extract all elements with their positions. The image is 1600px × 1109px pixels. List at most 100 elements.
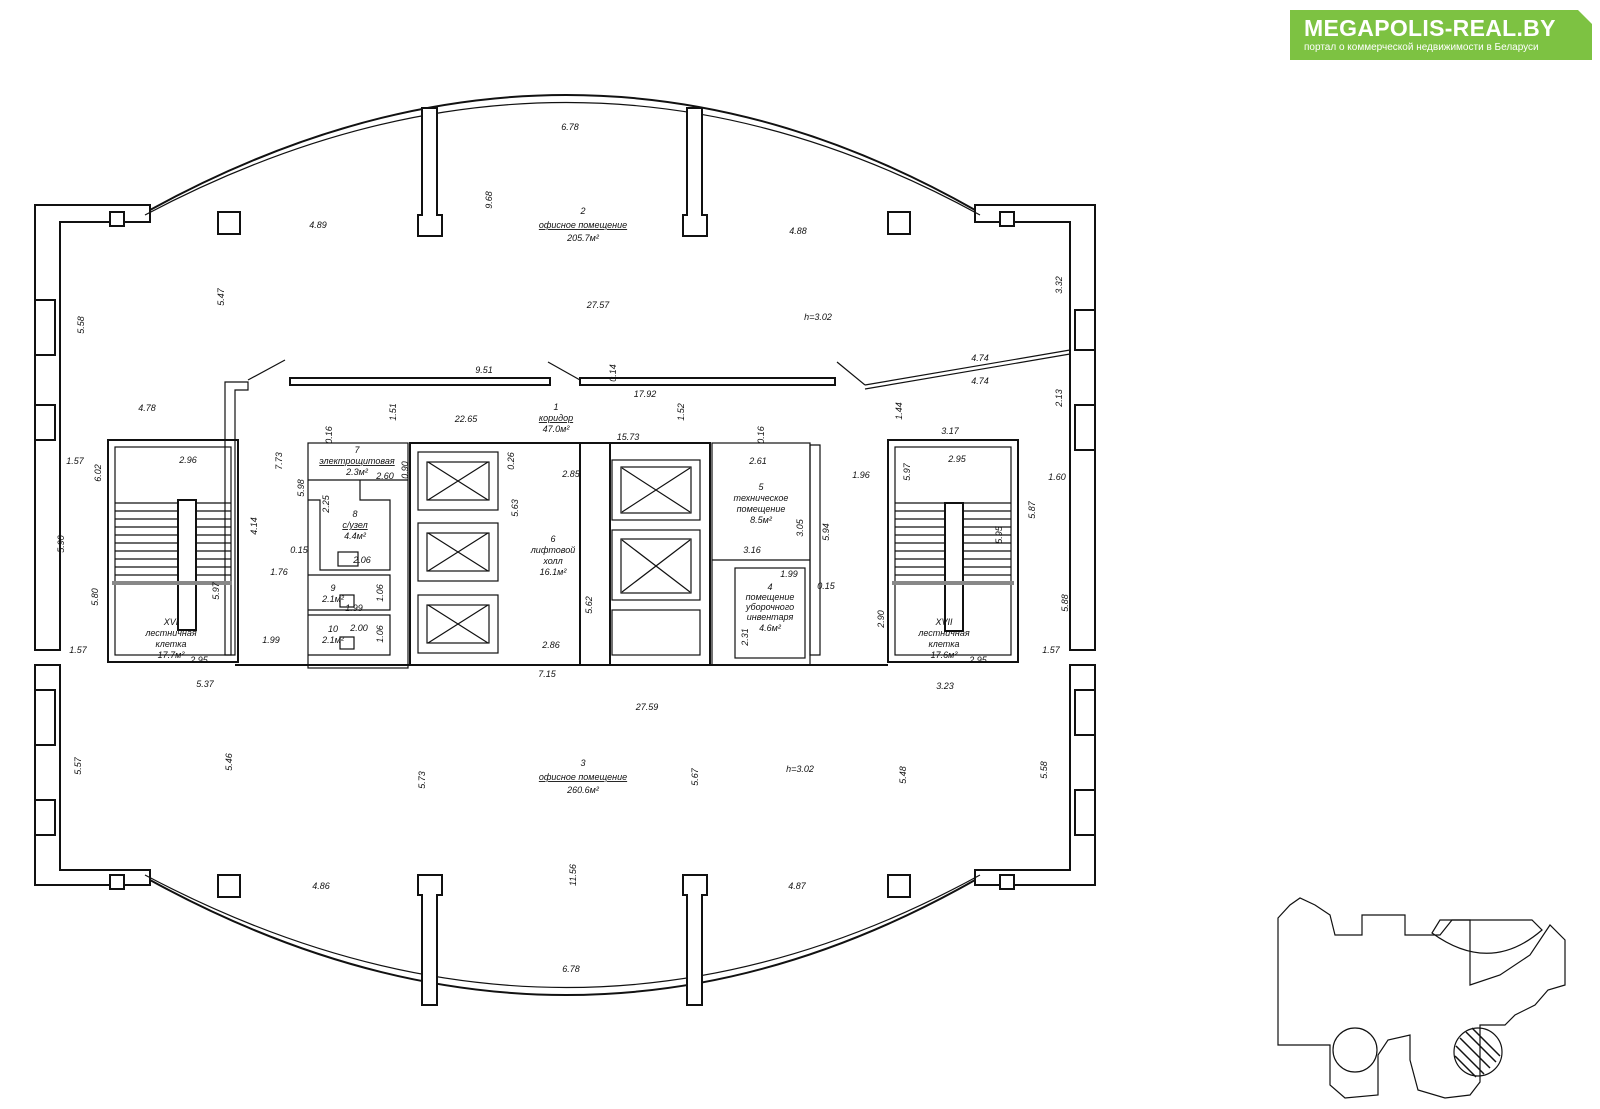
dim: 9.51 — [475, 365, 493, 375]
dim: 6.78 — [562, 964, 580, 974]
room-8-number: 8 — [352, 509, 357, 519]
dim: 5.97 — [902, 462, 912, 481]
dim: 7.73 — [274, 452, 284, 470]
stair-xvi-number: XVI — [163, 617, 179, 627]
dim: 1.57 — [69, 645, 88, 655]
dim: 5.94 — [821, 523, 831, 541]
dim: 4.78 — [138, 403, 156, 413]
stair-xvi-area: 17.7м² — [158, 650, 186, 660]
room-7-name: электрощитовая — [319, 456, 395, 466]
dim: 3.16 — [743, 545, 761, 555]
room-4-number: 4 — [767, 582, 772, 592]
dim: 0.15 — [290, 545, 309, 555]
dim: 1.06 — [375, 625, 385, 643]
dim: 17.92 — [634, 389, 657, 399]
dim: 5.62 — [584, 596, 594, 614]
dim: 1.52 — [676, 403, 686, 421]
dim: 4.74 — [971, 353, 989, 363]
room-4-name-1: помещение — [746, 592, 795, 602]
brand-logo[interactable]: MEGAPOLIS-REAL.BY портал о коммерческой … — [1290, 10, 1592, 60]
dim: 0.26 — [506, 452, 516, 470]
room-6-name-1: лифтовой — [530, 545, 576, 555]
dim: 2.86 — [541, 640, 560, 650]
brand-name: MEGAPOLIS-REAL.BY — [1304, 15, 1556, 41]
dim: 5.37 — [196, 679, 215, 689]
room-3-name: офисное помещение — [539, 772, 627, 782]
room-9-number: 9 — [330, 583, 335, 593]
dim: 4.88 — [789, 226, 807, 236]
dim: 2.61 — [748, 456, 767, 466]
dim: 6.78 — [561, 122, 579, 132]
room-6-name-2: холл — [542, 556, 562, 566]
dimension-labels: 6.78 9.68 4.89 4.88 27.57 5.47 5.58 3.32… — [56, 122, 1070, 974]
dim: 5.67 — [690, 767, 700, 786]
dim: 5.58 — [1039, 761, 1049, 779]
room-1-name: коридор — [539, 413, 573, 423]
dim: 2.13 — [1054, 389, 1064, 408]
dim: 11.56 — [568, 864, 578, 886]
dim: 0.14 — [608, 364, 618, 382]
room-10-area: 2.1м² — [321, 635, 345, 645]
stair-xvi-name-2: клетка — [156, 639, 187, 649]
dim: 2.95 — [968, 655, 988, 665]
dim: 6.02 — [93, 464, 103, 482]
dim: 5.87 — [1027, 500, 1037, 519]
room-1-area: 47.0м² — [543, 424, 571, 434]
dim: 15.73 — [617, 432, 640, 442]
dim: 3.32 — [1054, 276, 1064, 294]
dim: 4.89 — [309, 220, 327, 230]
columns — [109, 107, 1015, 1006]
room-2-name: офисное помещение — [539, 220, 627, 230]
dim: 2.25 — [321, 494, 331, 514]
room-7-area: 2.3м² — [345, 467, 369, 477]
room-3-number: 3 — [580, 758, 585, 768]
brand-tagline: портал о коммерческой недвижимости в Бел… — [1304, 42, 1539, 53]
room-8-name: с/узел — [342, 520, 367, 530]
stair-xvi-name-1: лестничная — [144, 628, 197, 638]
dim: 4.74 — [971, 376, 989, 386]
room-6-number: 6 — [550, 534, 555, 544]
room-2-number: 2 — [579, 206, 585, 216]
key-plan — [1277, 897, 1566, 1099]
room-8-area: 4.4м² — [344, 531, 367, 541]
room-4-area: 4.6м² — [759, 623, 782, 633]
dim: 2.96 — [178, 455, 197, 465]
dim: 2.06 — [352, 555, 371, 565]
dim: 2.95 — [947, 454, 967, 464]
dim: 5.95 — [994, 525, 1004, 544]
dim: 1.99 — [780, 569, 798, 579]
room-4-name-3: инвентаря — [747, 612, 794, 622]
stair-xvii-number: XVII — [934, 617, 953, 627]
room-4-name-2: уборочного — [745, 602, 794, 612]
stair-xvii-name-1: лестничная — [917, 628, 970, 638]
height-north: h=3.02 — [804, 312, 832, 322]
dim: 3.17 — [941, 426, 960, 436]
dim: 2.31 — [740, 628, 750, 647]
dim: 0.90 — [400, 461, 410, 479]
dim: 1.60 — [1048, 472, 1066, 482]
stair-xvii-area: 17.6м² — [931, 650, 959, 660]
room-labels: 2 офисное помещение 205.7м² 3 офисное по… — [144, 206, 970, 795]
brand-corner — [1578, 10, 1592, 24]
dim: 5.98 — [296, 479, 306, 497]
height-south: h=3.02 — [786, 764, 814, 774]
room-2-area: 205.7м² — [566, 233, 600, 243]
dim: 5.57 — [73, 756, 83, 775]
dim: 1.06 — [375, 584, 385, 602]
dim: 5.97 — [211, 581, 221, 600]
dim: 1.76 — [270, 567, 288, 577]
room-6-area: 16.1м² — [540, 567, 568, 577]
stair-xvii-name-2: клетка — [929, 639, 960, 649]
dim: 2.95 — [189, 655, 209, 665]
outer-walls — [34, 94, 1096, 996]
room-1-number: 1 — [553, 402, 558, 412]
dim: 5.46 — [224, 753, 234, 771]
dim: 0.16 — [324, 426, 334, 444]
dim: 7.15 — [538, 669, 557, 679]
dim: 4.14 — [249, 517, 259, 535]
dim: 4.87 — [788, 881, 807, 891]
dim: 3.05 — [795, 518, 805, 537]
dim: 1.96 — [852, 470, 870, 480]
dim: 9.68 — [484, 191, 494, 209]
